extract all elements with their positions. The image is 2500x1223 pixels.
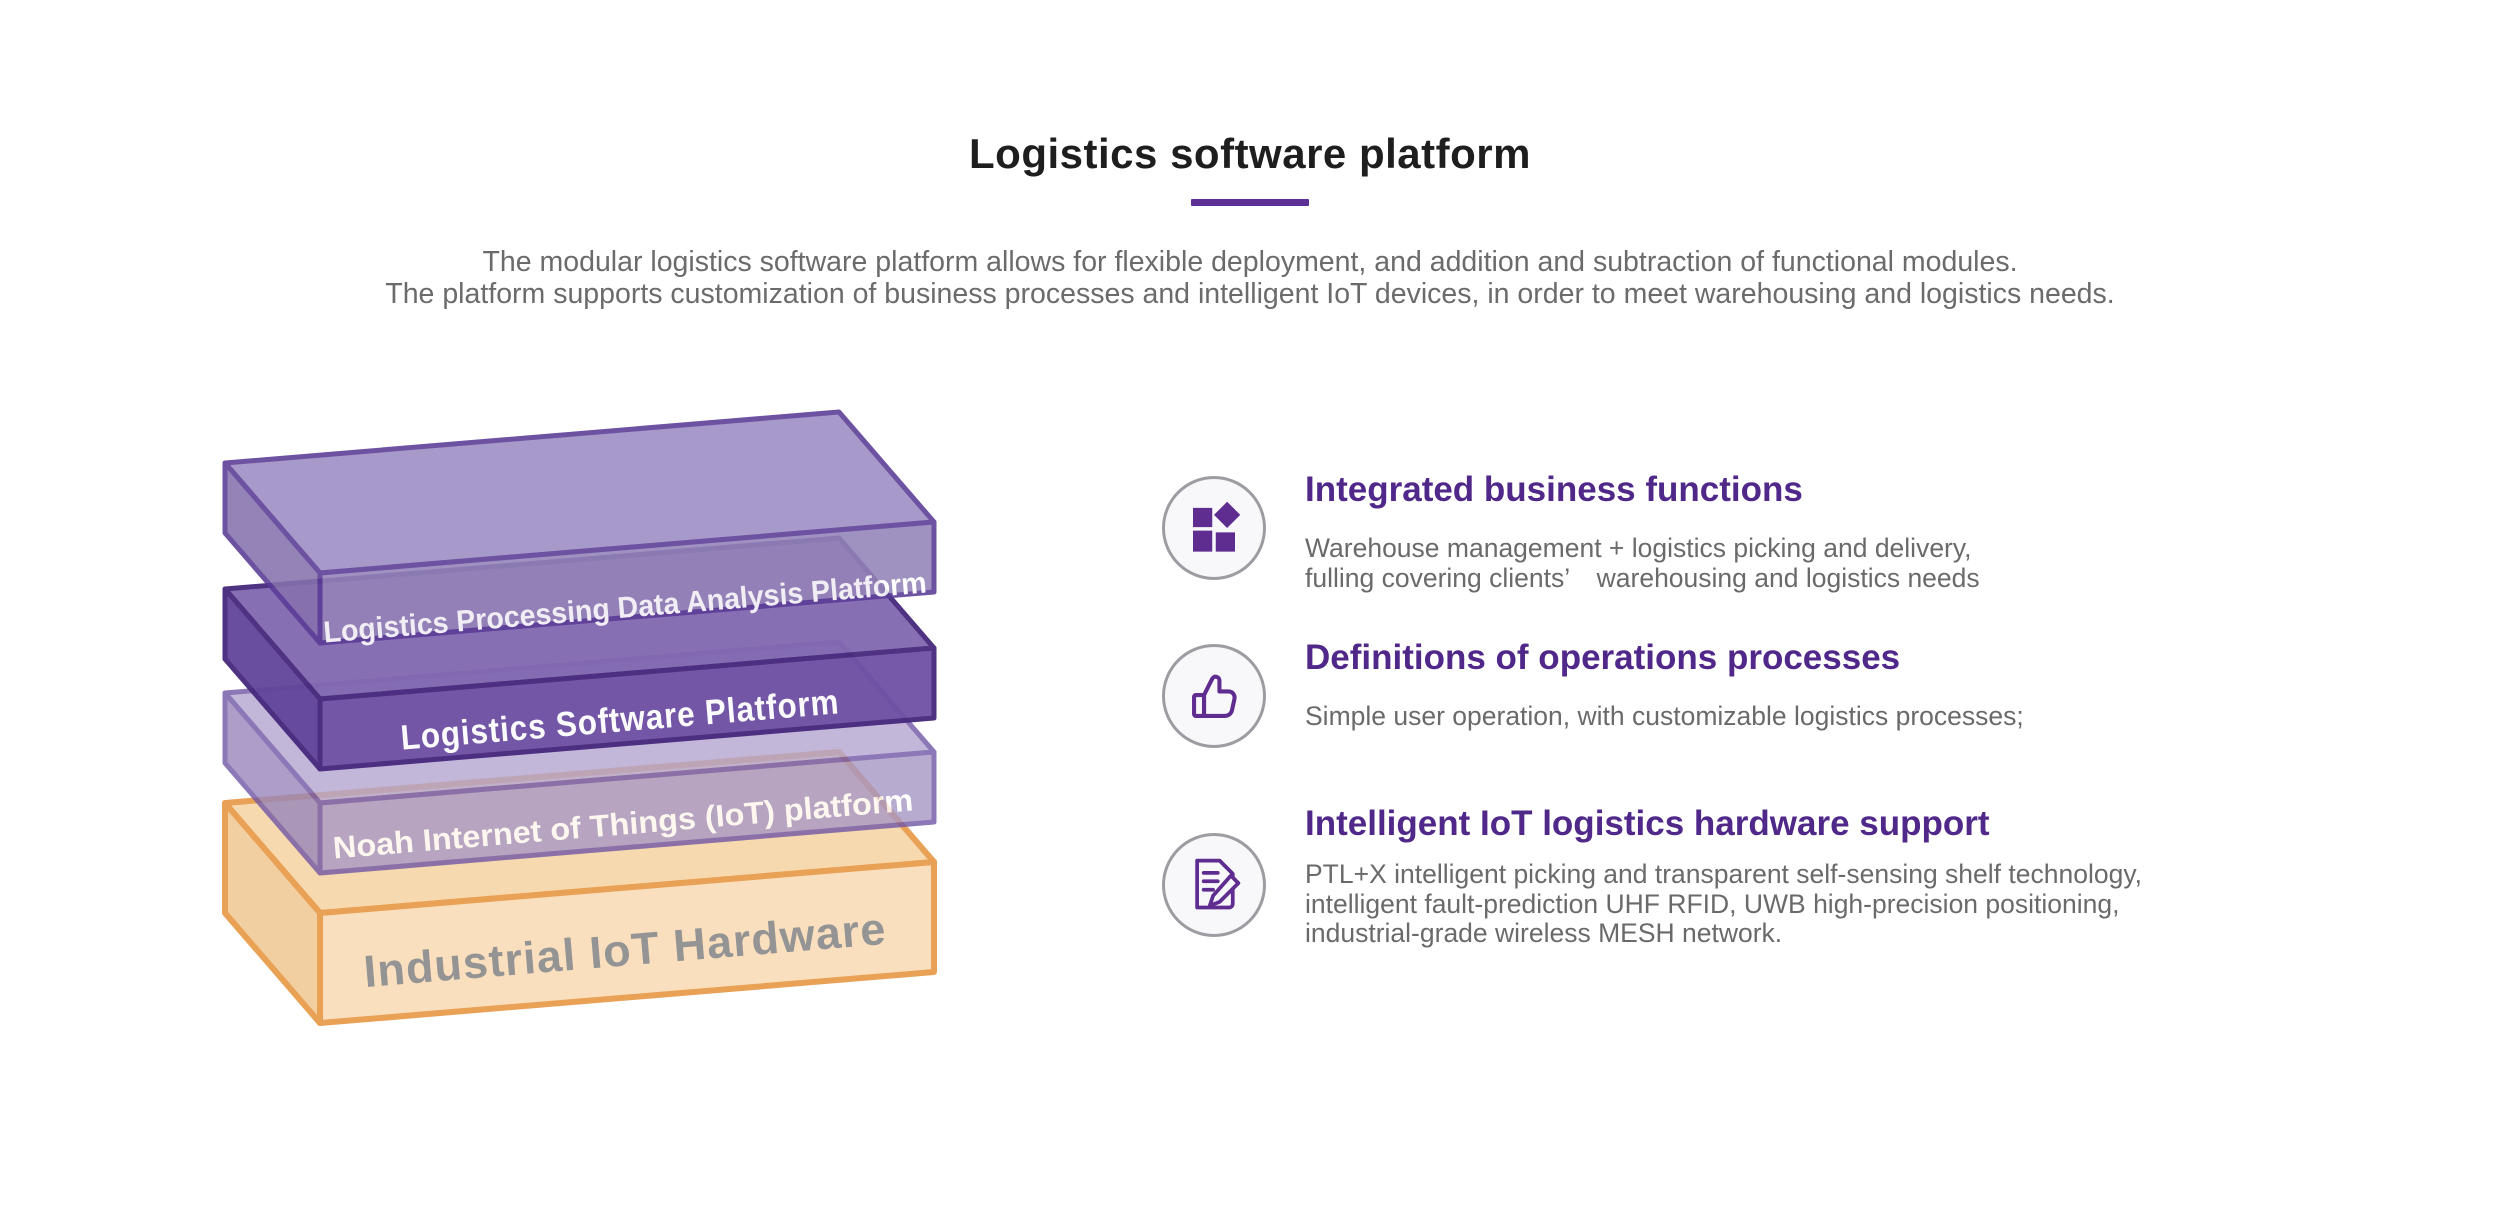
feature-title: Definitions of operations processes <box>1305 638 1901 677</box>
integrated-business-functions-icon-circle <box>1162 476 1266 580</box>
feature-title: Intelligent IoT logistics hardware suppo… <box>1305 804 1990 843</box>
thumbs-up-icon <box>1192 674 1237 718</box>
feature-body: PTL+X intelligent picking and transparen… <box>1305 859 2142 948</box>
feature-body: Warehouse management + logistics picking… <box>1305 533 1980 593</box>
platform-stack-diagram: Industrial IoT Hardware Noah Internet of… <box>222 409 937 1026</box>
feature-operations-processes: Definitions of operations processes Simp… <box>1305 636 2405 732</box>
feature-body: Simple user operation, with customizable… <box>1305 701 2024 731</box>
feature-iot-hardware-support: Intelligent IoT logistics hardware suppo… <box>1305 802 2405 949</box>
title-underline <box>1191 199 1309 206</box>
modules-icon <box>1193 501 1241 552</box>
page-title: Logistics software platform <box>969 130 1531 177</box>
feature-title: Integrated business functions <box>1305 470 1803 509</box>
page-subtitle: The modular logistics software platform … <box>385 246 2115 310</box>
feature-integrated-business-functions: Integrated business functions Warehouse … <box>1305 468 2405 593</box>
edit-document-icon <box>1195 858 1241 910</box>
iot-hardware-support-icon-circle <box>1162 833 1266 937</box>
operations-processes-icon-circle <box>1162 644 1266 748</box>
